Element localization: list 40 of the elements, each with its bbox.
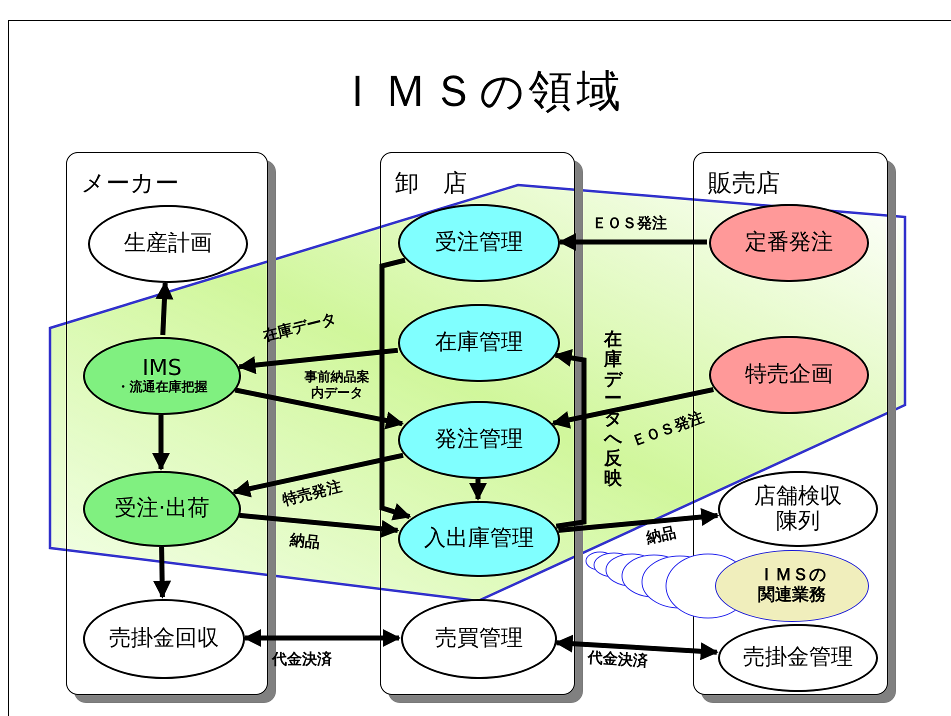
arrow — [238, 348, 398, 374]
node-label: 受注·出荷 — [114, 496, 210, 522]
arrow — [552, 387, 714, 429]
arrow — [234, 388, 404, 430]
node-subtext: ・流通在庫把握 — [116, 381, 208, 396]
edge-label: 代金決済 — [272, 650, 332, 668]
node-label: 在庫管理 — [435, 330, 523, 356]
arrow — [558, 508, 720, 533]
node-label: 生産計画 — [124, 231, 212, 257]
arrow — [469, 479, 487, 501]
edge-label: 事前納品案内データ — [304, 370, 370, 402]
node-label: 売掛金管理 — [743, 645, 853, 671]
column-heading: 卸 店 — [395, 168, 467, 199]
arrow — [232, 452, 404, 498]
arrow — [554, 349, 586, 529]
edge-label: 代金決済 — [587, 648, 649, 670]
node-label: 定番発注 — [745, 230, 833, 256]
arrow — [554, 634, 719, 660]
diagram-title: ＩＭＳの領域 — [334, 65, 626, 119]
node-label: IMS — [142, 356, 182, 381]
arrow — [155, 281, 174, 336]
edge-label: 納品 — [289, 530, 321, 552]
arrow — [558, 233, 707, 251]
node-label: ＩＭＳの関連業務 — [756, 566, 827, 606]
arrow — [243, 629, 401, 647]
arrow — [152, 415, 170, 471]
node-label: 入出庫管理 — [424, 526, 534, 552]
edge-label: ＥＯＳ発注 — [592, 214, 667, 232]
column-heading: メーカー — [81, 168, 179, 199]
node-label: 売買管理 — [435, 626, 523, 652]
node-label: 特売企画 — [745, 362, 833, 388]
node-label: 受注管理 — [435, 230, 523, 256]
arrow — [153, 546, 172, 599]
edge-label: 納品 — [644, 523, 678, 547]
edge-label: 特売発注 — [280, 477, 344, 509]
node-label: 発注管理 — [435, 427, 523, 453]
arrow — [380, 258, 412, 520]
column-heading: 販売店 — [708, 168, 780, 199]
node-label: 店舗検収陳列 — [752, 484, 843, 534]
node-label: 売掛金回収 — [109, 626, 219, 652]
